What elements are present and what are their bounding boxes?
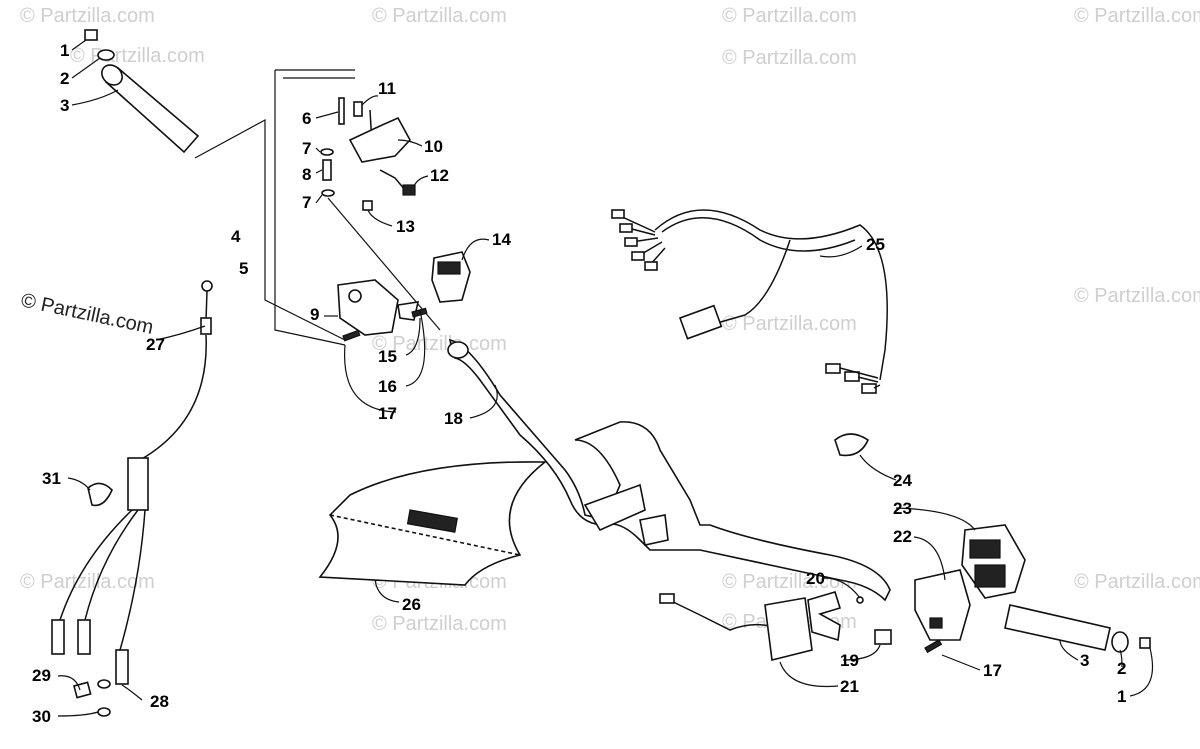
callout-2: 2: [60, 69, 69, 88]
throttle-housing: [431, 251, 471, 303]
watermark: © Partzilla.com: [20, 5, 155, 27]
watermark: © Partzilla.com: [1074, 5, 1200, 27]
callout-17: 17: [378, 404, 397, 423]
callout-12: 12: [430, 166, 449, 185]
brake-bracket-lines: [274, 69, 355, 346]
callout-19: 19: [840, 651, 859, 670]
callout-7: 7: [302, 193, 311, 212]
handlebar: [447, 338, 891, 602]
left-grip-assembly: [84, 29, 346, 341]
callout-28: 28: [150, 692, 169, 711]
grip-screw: [84, 29, 98, 41]
left-switch-housing: [337, 251, 471, 342]
heater-clip: [874, 629, 892, 645]
lever-pad: [353, 101, 363, 117]
callout-5: 5: [239, 259, 248, 278]
watermark: © Partzilla.com: [1074, 571, 1200, 593]
callout-6: 6: [302, 109, 311, 128]
watermark: © Partzilla.com: [20, 571, 155, 593]
callout-4: 4: [231, 227, 241, 246]
watermark: © Partzilla.com: [722, 313, 857, 335]
callout-1: 1: [1117, 687, 1126, 706]
background-watermarks: © Partzilla.com © Partzilla.com © Partzi…: [20, 5, 1200, 635]
callout-23: 23: [893, 499, 912, 518]
watermark: © Partzilla.com: [70, 45, 205, 67]
callout-29: 29: [32, 666, 51, 685]
callout-30: 30: [32, 707, 51, 726]
callout-13: 13: [396, 217, 415, 236]
harness-connector: [678, 304, 723, 340]
callout-numbers: 1 2 3 4 5 6 7 8 7 9 10 11 12 13 14 15 16…: [32, 41, 1126, 726]
watermark: © Partzilla.com: [722, 47, 857, 69]
watermark: © Partzilla.com: [722, 5, 857, 27]
callout-3: 3: [1080, 651, 1089, 670]
right-controls: [834, 433, 1151, 654]
callout-3: 3: [60, 96, 69, 115]
pivot-bolt: [338, 97, 345, 125]
watermark: © Partzilla.com: [372, 333, 507, 355]
clamp-ring: [834, 433, 870, 457]
brake-switch: [402, 184, 416, 196]
callout-2: 2: [1117, 659, 1126, 678]
grip-washer: [97, 49, 115, 61]
throttle-cable: [51, 280, 213, 717]
main-watermark: © Partzilla.com: [19, 289, 155, 339]
callout-9: 9: [310, 305, 319, 324]
callout-8: 8: [302, 165, 311, 184]
cable-junction: [127, 457, 149, 511]
callout-27: 27: [146, 335, 165, 354]
leader-lines: [57, 39, 1154, 717]
watermark: © Partzilla.com: [1074, 285, 1200, 307]
pad-logo: [406, 509, 458, 533]
callout-26: 26: [402, 595, 421, 614]
callout-10: 10: [424, 137, 443, 156]
watermark: © Partzilla.com: [372, 613, 507, 635]
callout-22: 22: [893, 527, 912, 546]
callout-20: 20: [806, 569, 825, 588]
cable-tie: [87, 482, 113, 507]
callout-31: 31: [42, 469, 61, 488]
callout-11: 11: [378, 79, 396, 98]
watermark: © Partzilla.com: [372, 5, 507, 27]
wiring-harness: [611, 209, 888, 394]
switch-housing: [337, 279, 399, 336]
brake-lever-parts: [320, 97, 441, 331]
callout-21: 21: [840, 677, 859, 696]
switch-clip: [362, 200, 373, 211]
right-switch-housing: [914, 569, 971, 641]
callout-25: 25: [866, 235, 885, 254]
callout-7: 7: [302, 139, 311, 158]
heater-harness: [659, 591, 892, 661]
right-grip: [1004, 604, 1111, 651]
callout-14: 14: [492, 230, 511, 249]
cable-fitting: [73, 681, 92, 699]
callout-24: 24: [893, 471, 912, 490]
housing-screw: [342, 329, 361, 342]
pivot-bushing: [322, 159, 332, 181]
heater-element: [764, 597, 813, 661]
handlebar-pad: [318, 461, 548, 586]
brake-lever: [348, 116, 411, 163]
callout-17: 17: [983, 661, 1002, 680]
callout-16: 16: [378, 377, 397, 396]
handlebar-tube: [448, 338, 891, 602]
callout-15: 15: [378, 347, 397, 366]
callout-18: 18: [444, 409, 463, 428]
callout-1: 1: [60, 41, 69, 60]
